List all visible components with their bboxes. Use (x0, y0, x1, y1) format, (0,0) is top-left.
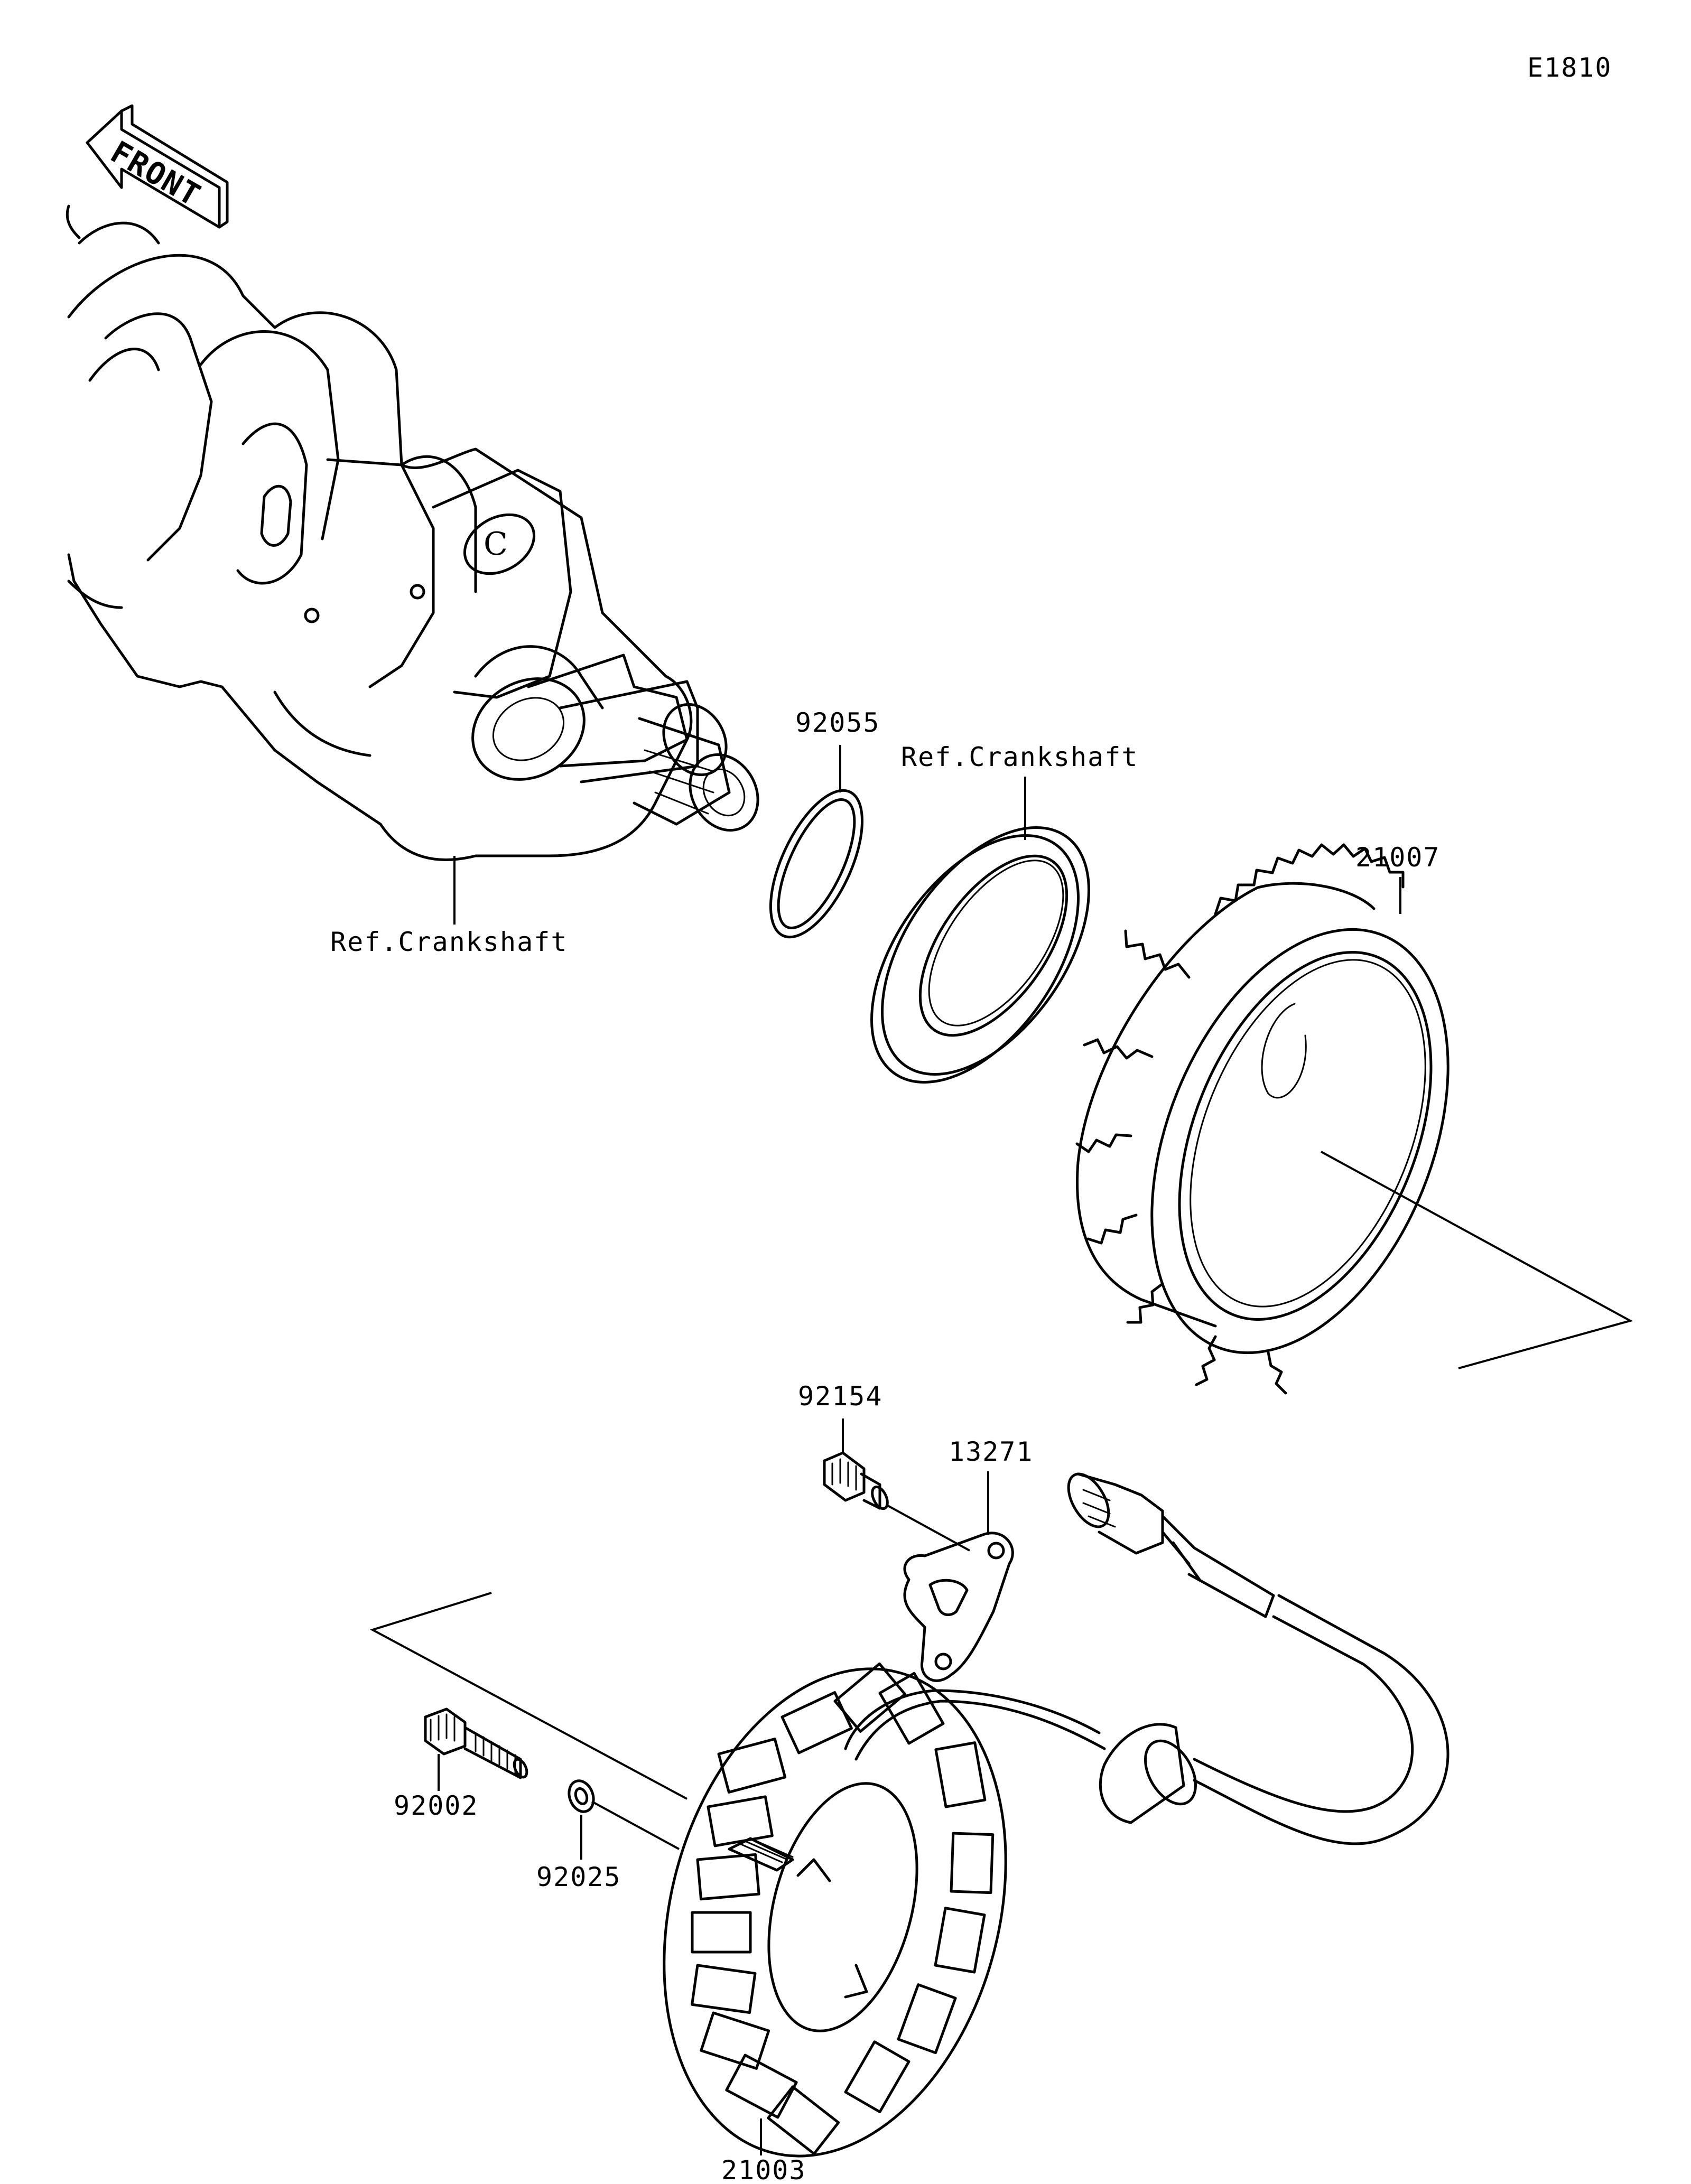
part-number-13271: 13271 (949, 1436, 1034, 1467)
ref-crankshaft-label: Ref.Crankshaft (330, 927, 568, 957)
leader-line (1321, 1151, 1633, 1369)
oil-seal (870, 826, 1090, 1084)
front-label: FRONT (105, 134, 207, 213)
leader-line (369, 1592, 687, 1800)
plate-13271 (903, 1532, 1014, 1682)
svg-text:C: C (484, 526, 508, 563)
part-number-21003: 21003 (721, 2155, 806, 2184)
washer-92025 (568, 1779, 595, 1813)
crankshaft-drawing: C (66, 204, 759, 861)
diagram-code: E1810 (1527, 52, 1612, 83)
bolt-92154 (823, 1451, 889, 1510)
part-number-92025: 92025 (536, 1862, 621, 1892)
ring-92055 (769, 789, 864, 939)
stator-21003 (663, 1662, 1007, 2158)
leader-line (591, 1800, 680, 1850)
rotor-21007 (1075, 843, 1450, 1395)
wire-harness (844, 1472, 1450, 1845)
part-number-92055: 92055 (795, 707, 880, 738)
bolt-92002 (424, 1707, 528, 1779)
part-number-92154: 92154 (798, 1381, 883, 1412)
front-arrow-icon: FRONT (86, 104, 229, 229)
part-number-21007: 21007 (1355, 842, 1441, 873)
part-number-92002: 92002 (394, 1790, 479, 1821)
ref-crankshaft-label: Ref.Crankshaft (901, 742, 1138, 772)
